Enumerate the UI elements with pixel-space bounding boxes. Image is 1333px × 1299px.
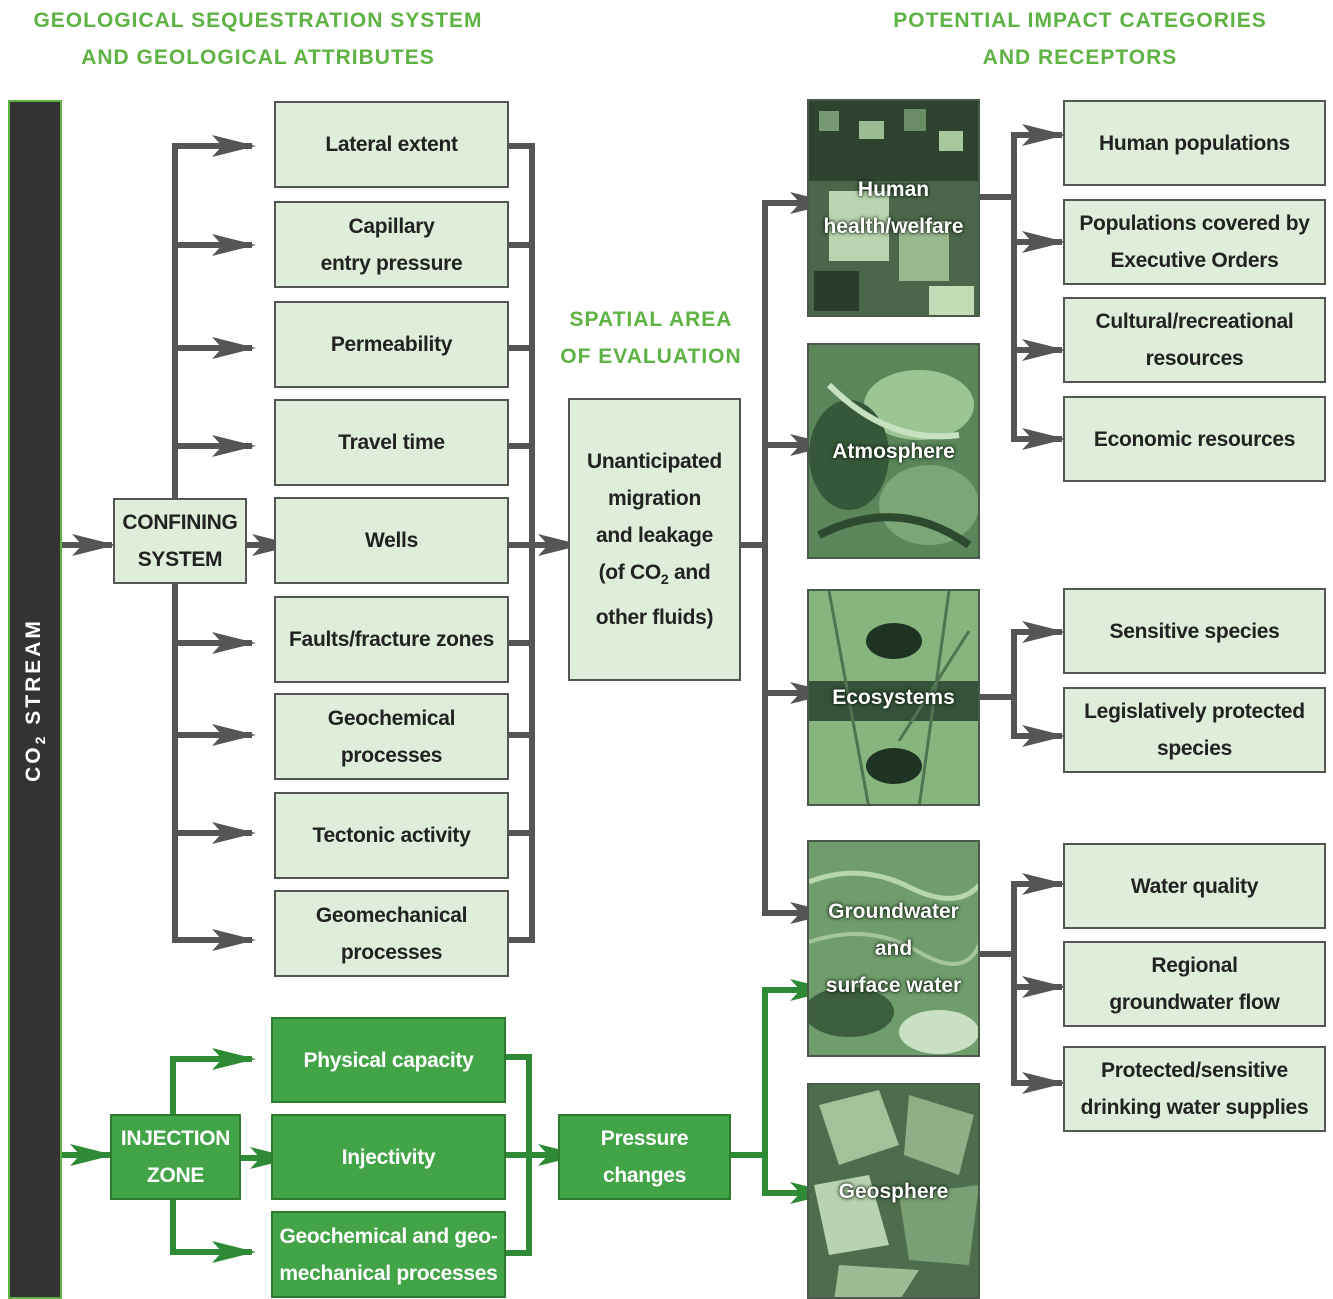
co2-stream-label: CO2 STREAM [21,618,49,782]
satellite-swirl-image [809,345,978,557]
receptor-human-populations: Human populations [1063,100,1326,186]
rock-fragments-image [809,1085,978,1297]
attribute-injectivity: Injectivity [271,1114,506,1200]
loon-bird-image [809,591,978,804]
impact-ecosystems: Ecosystems [807,589,980,806]
attribute-travel-time: Travel time [274,399,509,486]
pixel-mosaic-image [809,101,978,315]
spatial-area-header: SPATIAL AREA OF EVALUATION [560,308,742,368]
attribute-wells: Wells [274,497,509,584]
attribute-permeability: Permeability [274,301,509,388]
impact-geosphere: Geosphere [807,1083,980,1299]
receptor-sensitive-species: Sensitive species [1063,588,1326,674]
impact-atmosphere: Atmosphere [807,343,980,559]
receptor-economic-resources: Economic resources [1063,396,1326,482]
receptor-water-quality: Water quality [1063,843,1326,929]
attribute-geochemical-geomechanical: Geochemical and geo-mechanical processes [271,1211,506,1298]
right-section-header: POTENTIAL IMPACT CATEGORIES AND RECEPTOR… [893,9,1267,69]
migration-leakage-box: Unanticipated migration and leakage (of … [568,398,741,681]
co2-stream-bar [8,100,62,1299]
left-section-header: GEOLOGICAL SEQUESTRATION SYSTEM AND GEOL… [33,9,483,69]
attribute-faults-fracture-zones: Faults/fracture zones [274,596,509,683]
attribute-physical-capacity: Physical capacity [271,1017,506,1103]
attribute-tectonic-activity: Tectonic activity [274,792,509,879]
attribute-lateral-extent: Lateral extent [274,101,509,188]
